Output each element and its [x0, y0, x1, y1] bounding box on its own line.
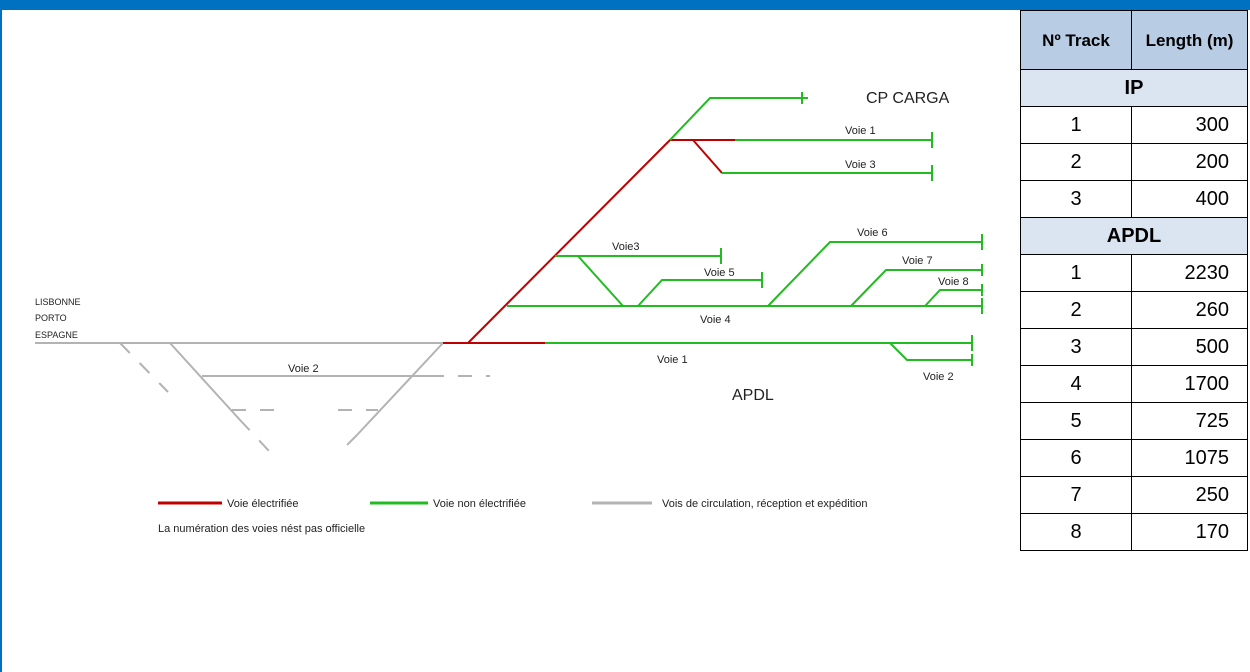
section-label-apdl: APDL [1020, 217, 1248, 255]
cp-carga-label: CP CARGA [866, 90, 950, 107]
track-number-cell: 8 [1020, 513, 1132, 551]
legend-note: La numération des voies nést pas officie… [158, 523, 365, 535]
table-row: 8 170 [1020, 513, 1248, 551]
track-length-cell: 260 [1131, 291, 1248, 329]
track-label-voie2-left: Voie 2 [288, 363, 319, 375]
track-length-cell: 200 [1131, 143, 1248, 181]
section-label-ip: IP [1020, 69, 1248, 107]
track-length-table: Nº Track Length (m) IP 1 300 2 200 3 400… [1020, 10, 1248, 551]
legend-label-electrified: Voie électrifiée [227, 498, 299, 510]
track-length-cell: 500 [1131, 328, 1248, 366]
voie8-track [924, 289, 982, 307]
track-number-cell: 3 [1020, 180, 1132, 218]
voie3-connector [555, 255, 624, 307]
track-label-voie1: Voie 1 [657, 354, 688, 366]
connector-right [356, 342, 444, 436]
electrified-tracks [443, 139, 735, 344]
table-row: 2 260 [1020, 291, 1248, 329]
dashed-connector-1 [119, 342, 169, 393]
track-length-cell: 725 [1131, 402, 1248, 440]
table-row: 7 250 [1020, 476, 1248, 514]
header-track-number: Nº Track [1020, 10, 1132, 70]
voie2-right-track [889, 342, 972, 361]
track-label-voie7: Voie 7 [902, 255, 933, 267]
legend-label-circulation: Vois de circulation, réception et expédi… [662, 498, 867, 510]
top-accent-bar [0, 0, 1250, 10]
electrified-cp-branch [692, 139, 723, 174]
track-number-cell: 1 [1020, 254, 1132, 292]
non-electrified-tracks [507, 92, 983, 366]
track-number-cell: 7 [1020, 476, 1132, 514]
track-length-cell: 250 [1131, 476, 1248, 514]
track-number-cell: 4 [1020, 365, 1132, 403]
track-label-voie2-right: Voie 2 [923, 371, 954, 383]
dashed-connector-3 [339, 434, 358, 453]
track-layout-diagram: LISBONNE PORTO ESPAGNE CP CARGA APDL Voi… [0, 10, 1018, 672]
track-label-cp-voie1: Voie 1 [845, 125, 876, 137]
track-number-cell: 6 [1020, 439, 1132, 477]
table-row: 1 300 [1020, 106, 1248, 144]
track-number-cell: 5 [1020, 402, 1132, 440]
table-header-row: Nº Track Length (m) [1020, 10, 1248, 70]
track-length-cell: 1075 [1131, 439, 1248, 477]
circulation-tracks [35, 342, 490, 453]
voie7-track [850, 269, 982, 307]
legend: Voie électrifiée Voie non électrifiée Vo… [158, 498, 867, 535]
track-label-cp-voie3: Voie 3 [845, 159, 876, 171]
track-number-cell: 2 [1020, 291, 1132, 329]
diagram-labels: LISBONNE PORTO ESPAGNE CP CARGA APDL Voi… [35, 90, 969, 404]
track-label-voie8: Voie 8 [938, 276, 969, 288]
cp-carga-siding [669, 97, 808, 141]
table-row: 5 725 [1020, 402, 1248, 440]
track-length-cell: 170 [1131, 513, 1248, 551]
section-row-apdl: APDL [1020, 217, 1248, 255]
origin-label-porto: PORTO [35, 313, 67, 323]
table-row: 4 1700 [1020, 365, 1248, 403]
track-label-voie5: Voie 5 [704, 267, 735, 279]
table-row: 3 400 [1020, 180, 1248, 218]
header-length: Length (m) [1131, 10, 1248, 70]
track-label-voie3: Voie3 [612, 241, 640, 253]
track-number-cell: 1 [1020, 106, 1132, 144]
voie5-track [637, 279, 762, 307]
left-accent-edge [0, 0, 2, 672]
track-length-cell: 1700 [1131, 365, 1248, 403]
track-length-cell: 2230 [1131, 254, 1248, 292]
legend-label-non-electrified: Voie non électrifiée [433, 498, 526, 510]
apdl-label: APDL [732, 387, 774, 404]
table-row: 1 2230 [1020, 254, 1248, 292]
origin-label-espagne: ESPAGNE [35, 330, 78, 340]
origin-label-lisbonne: LISBONNE [35, 297, 81, 307]
dashed-connector-2 [239, 419, 271, 453]
table-row: 2 200 [1020, 143, 1248, 181]
track-number-cell: 2 [1020, 143, 1132, 181]
voie6-track [767, 241, 982, 307]
track-diagram-svg: LISBONNE PORTO ESPAGNE CP CARGA APDL Voi… [35, 90, 983, 535]
track-length-cell: 400 [1131, 180, 1248, 218]
electrified-diagonal [467, 139, 671, 344]
connector-left-1 [169, 342, 241, 421]
table-row: 3 500 [1020, 328, 1248, 366]
table-row: 6 1075 [1020, 439, 1248, 477]
track-length-cell: 300 [1131, 106, 1248, 144]
section-row-ip: IP [1020, 69, 1248, 107]
track-label-voie6: Voie 6 [857, 227, 888, 239]
track-number-cell: 3 [1020, 328, 1132, 366]
track-label-voie4: Voie 4 [700, 314, 731, 326]
